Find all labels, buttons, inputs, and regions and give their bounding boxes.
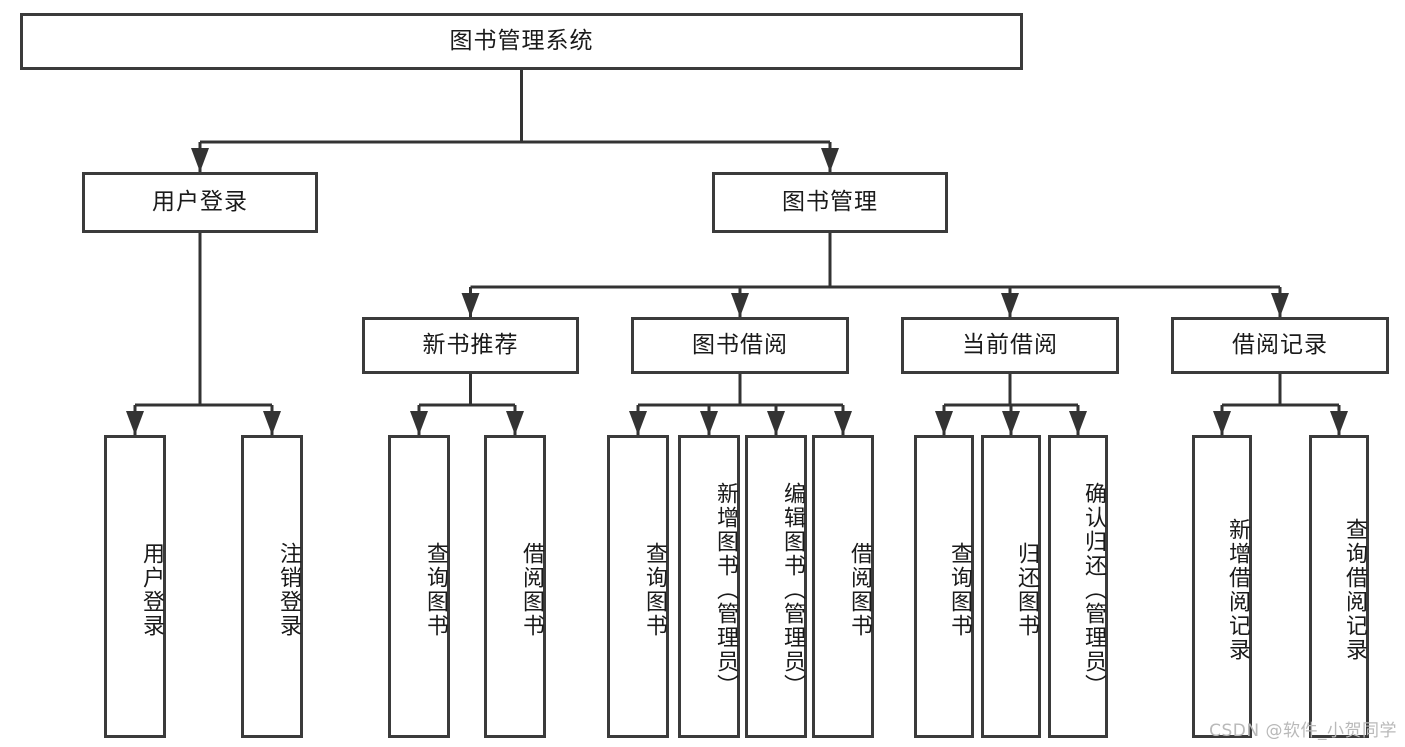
- node-label: 查询图书: [947, 541, 972, 638]
- arrowhead-icon: [1001, 293, 1019, 317]
- arrowhead-icon: [1271, 293, 1289, 317]
- arrowhead-icon: [834, 411, 852, 435]
- node-label: 图书管理系统: [449, 27, 594, 54]
- node-records[interactable]: 借阅记录: [1171, 317, 1389, 374]
- arrowhead-icon: [461, 293, 480, 317]
- node-leaf-q-borrow[interactable]: 查询图书: [607, 435, 669, 738]
- node-leaf-b-new[interactable]: 借阅图书: [484, 435, 546, 738]
- arrowhead-icon: [700, 411, 718, 435]
- arrowhead-icon: [1069, 411, 1087, 435]
- node-leaf-logout[interactable]: 注销登录: [241, 435, 303, 738]
- node-leaf-q-rec[interactable]: 查询借阅记录: [1309, 435, 1369, 738]
- node-label: 借阅图书: [847, 541, 872, 638]
- arrowhead-icon: [1213, 411, 1231, 435]
- node-newbook[interactable]: 新书推荐: [362, 317, 579, 374]
- node-label: 查询图书: [642, 541, 667, 638]
- node-root[interactable]: 图书管理系统: [20, 13, 1023, 70]
- node-bookmgmt[interactable]: 图书管理: [712, 172, 948, 233]
- arrowhead-icon: [263, 411, 281, 435]
- node-leaf-q-new[interactable]: 查询图书: [388, 435, 450, 738]
- watermark: CSDN @软件_小贺同学: [1209, 721, 1397, 741]
- node-current[interactable]: 当前借阅: [901, 317, 1119, 374]
- node-leaf-add-book[interactable]: 新增图书（管理员）: [678, 435, 740, 738]
- node-leaf-return[interactable]: 归还图书: [981, 435, 1041, 738]
- node-label: 借阅图书: [519, 541, 544, 638]
- node-label: 查询借阅记录: [1342, 517, 1367, 662]
- node-borrow[interactable]: 图书借阅: [631, 317, 849, 374]
- arrowhead-icon: [1330, 411, 1348, 435]
- node-label: 查询图书: [423, 541, 448, 638]
- node-leaf-edit-book[interactable]: 编辑图书（管理员）: [745, 435, 807, 738]
- node-leaf-borrow-bk[interactable]: 借阅图书: [812, 435, 874, 738]
- node-label: 编辑图书（管理员）: [780, 481, 805, 698]
- node-label: 图书借阅: [692, 331, 788, 358]
- node-label: 当前借阅: [962, 331, 1058, 358]
- node-login[interactable]: 用户登录: [82, 172, 318, 233]
- node-label: 借阅记录: [1232, 331, 1328, 358]
- node-label: 用户登录: [152, 188, 248, 215]
- arrowhead-icon: [935, 411, 953, 435]
- node-leaf-confirm[interactable]: 确认归还（管理员）: [1048, 435, 1108, 738]
- arrowhead-icon: [629, 411, 647, 435]
- arrowhead-icon: [1002, 411, 1020, 435]
- node-leaf-add-rec[interactable]: 新增借阅记录: [1192, 435, 1252, 738]
- arrowhead-icon: [767, 411, 785, 435]
- arrowhead-icon: [410, 411, 428, 435]
- node-label: 新增借阅记录: [1225, 517, 1250, 662]
- arrowhead-icon: [731, 293, 749, 317]
- arrowhead-icon: [191, 148, 209, 172]
- node-leaf-q-cur[interactable]: 查询图书: [914, 435, 974, 738]
- node-label: 图书管理: [782, 188, 878, 215]
- node-label: 新书推荐: [422, 331, 519, 358]
- node-leaf-login[interactable]: 用户登录: [104, 435, 166, 738]
- node-label: 用户登录: [139, 541, 164, 638]
- arrowhead-icon: [126, 411, 144, 435]
- node-label: 注销登录: [276, 541, 301, 638]
- node-label: 新增图书（管理员）: [713, 481, 738, 698]
- arrowhead-icon: [506, 411, 524, 435]
- node-label: 确认归还（管理员）: [1081, 481, 1106, 698]
- node-label: 归还图书: [1014, 541, 1039, 638]
- arrowhead-icon: [821, 148, 839, 172]
